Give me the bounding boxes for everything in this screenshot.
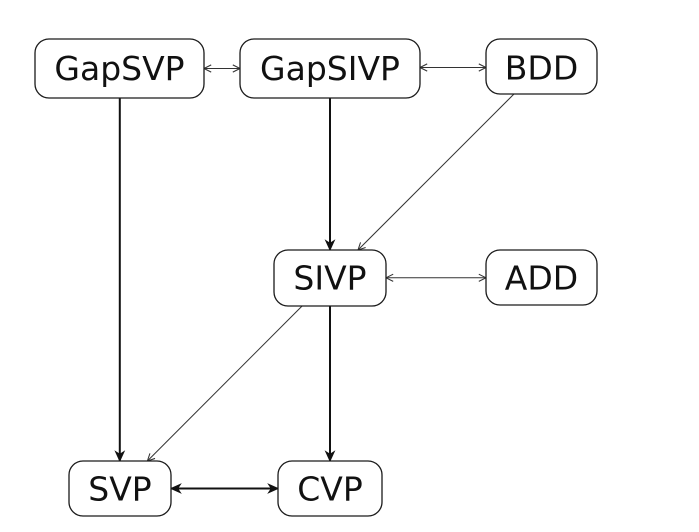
edge-bdd-to-sivp	[358, 93, 515, 250]
node-cvp-box	[277, 460, 383, 517]
node-cvp-label: CVP	[297, 470, 363, 509]
node-bdd: BDD	[485, 38, 598, 95]
node-add-label: ADD	[505, 259, 578, 298]
node-gapsvp-label: GapSVP	[54, 49, 184, 88]
nodes-layer: GapSVP GapSIVP BDD SIVP ADD SVP CVP	[34, 38, 598, 517]
node-add-box	[485, 249, 598, 306]
node-gapsivp-box	[239, 38, 421, 99]
node-svp-label: SVP	[88, 470, 151, 509]
node-sivp: SIVP	[273, 249, 387, 307]
node-svp-box	[68, 460, 172, 517]
node-cvp: CVP	[277, 460, 383, 517]
node-gapsvp: GapSVP	[34, 38, 205, 99]
node-bdd-label: BDD	[505, 49, 578, 88]
node-sivp-box	[273, 249, 387, 307]
node-add: ADD	[485, 249, 598, 306]
edges-layer	[114, 68, 515, 494]
node-gapsvp-box	[34, 38, 205, 99]
node-gapsivp: GapSIVP	[239, 38, 421, 99]
node-sivp-label: SIVP	[293, 259, 366, 298]
node-gapsivp-label: GapSIVP	[260, 49, 400, 88]
edge-sivp-to-svp	[147, 305, 303, 461]
node-bdd-box	[485, 38, 598, 95]
node-svp: SVP	[68, 460, 172, 517]
